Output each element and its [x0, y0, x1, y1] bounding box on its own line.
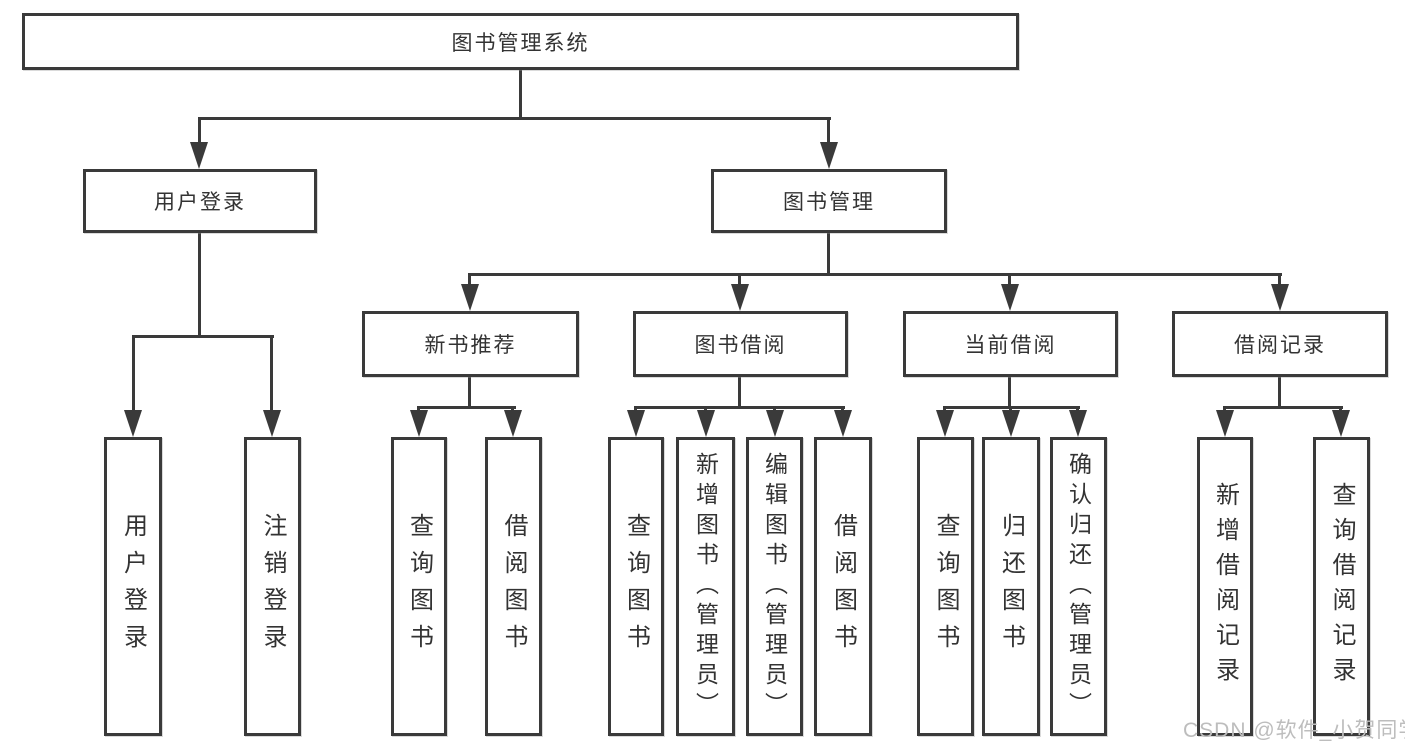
connector-drop-current-borrow	[1008, 273, 1011, 286]
node-book-management-branch: 图书管理	[711, 169, 947, 233]
node-label: 当前借阅	[964, 334, 1057, 357]
connector-new-book-rail	[417, 406, 516, 409]
connector-borrow-records-stem	[1278, 377, 1281, 406]
leaf-add-books-admin: 新增图书（管理员）	[676, 437, 735, 736]
arrowhead-book-management	[820, 142, 838, 169]
leaf-logout: 注销登录	[244, 437, 301, 736]
connector-level2-rail	[198, 117, 831, 120]
arrowhead-leaf	[627, 410, 645, 437]
node-library-management-system: 图书管理系统	[22, 13, 1019, 70]
node-label: 图书管理系统	[451, 31, 590, 55]
node-label: 新书推荐	[424, 334, 517, 357]
node-label: 确认归还（管理员）	[1065, 451, 1092, 722]
leaf-borrow-books-recommend: 借阅图书	[485, 437, 542, 736]
connector-level3-rail	[469, 273, 1282, 276]
node-label: 归还图书	[997, 512, 1025, 661]
leaf-query-borrow-record: 查询借阅记录	[1313, 437, 1370, 736]
arrowhead-leaf	[766, 410, 784, 437]
connector-user-login-rail	[132, 335, 274, 338]
node-label: 查询借阅记录	[1328, 481, 1355, 692]
node-new-book-recommendation: 新书推荐	[362, 311, 579, 377]
node-borrowing-records: 借阅记录	[1172, 311, 1388, 377]
node-label: 查询图书	[405, 512, 433, 661]
connector-drop-user-login	[198, 120, 201, 144]
connector-drop-new-book	[468, 273, 471, 286]
node-label: 注销登录	[259, 512, 286, 661]
arrowhead-user-login	[190, 142, 208, 169]
connector-current-borrow-stem	[1008, 377, 1011, 406]
arrowhead-book-borrow	[731, 284, 749, 311]
node-label: 借阅记录	[1234, 334, 1326, 357]
node-label: 借阅图书	[500, 512, 527, 661]
arrowhead-leaf	[697, 410, 715, 437]
node-label: 查询图书	[622, 512, 650, 661]
leaf-add-borrow-record: 新增借阅记录	[1197, 437, 1253, 736]
node-label: 用户登录	[154, 191, 246, 214]
connector-borrow-records-rail	[1223, 406, 1343, 409]
arrowhead-leaf	[1002, 410, 1020, 437]
arrowhead-leaf	[936, 410, 954, 437]
connector-book-borrow-stem	[738, 377, 741, 406]
node-label: 新增借阅记录	[1211, 481, 1239, 692]
connector-book-borrow-rail	[634, 406, 845, 409]
node-label: 图书借阅	[694, 334, 787, 357]
node-current-borrowing: 当前借阅	[903, 311, 1118, 377]
arrowhead-leaf	[834, 410, 852, 437]
arrowhead-leaf-logout	[263, 410, 281, 437]
arrowhead-current-borrow	[1001, 284, 1019, 311]
leaf-query-books-current: 查询图书	[917, 437, 974, 736]
leaf-confirm-return-admin: 确认归还（管理员）	[1050, 437, 1107, 736]
leaf-return-books: 归还图书	[982, 437, 1040, 736]
node-label: 借阅图书	[829, 512, 857, 661]
connector-book-management-stem	[827, 233, 830, 273]
node-label: 编辑图书（管理员）	[761, 451, 788, 722]
arrowhead-leaf	[504, 410, 522, 437]
node-label: 新增图书（管理员）	[692, 451, 719, 722]
leaf-query-books-recommend: 查询图书	[391, 437, 447, 736]
leaf-user-login: 用户登录	[104, 437, 162, 736]
leaf-edit-books-admin: 编辑图书（管理员）	[746, 437, 803, 736]
connector-root-stem	[519, 70, 522, 117]
arrowhead-leaf	[1332, 410, 1350, 437]
connector-new-book-stem	[468, 377, 471, 406]
node-label: 图书管理	[783, 191, 875, 214]
arrowhead-leaf	[1216, 410, 1234, 437]
connector-user-login-stem	[198, 233, 201, 335]
arrowhead-leaf-login	[124, 410, 142, 437]
arrowhead-leaf	[1069, 410, 1087, 437]
arrowhead-borrow-records	[1271, 284, 1289, 311]
node-user-login-branch: 用户登录	[83, 169, 317, 233]
node-label: 用户登录	[119, 512, 147, 661]
connector-drop-borrow-records	[1278, 273, 1281, 286]
arrowhead-new-book	[461, 284, 479, 311]
connector-drop-leaf-login	[132, 335, 135, 411]
connector-drop-leaf-logout	[270, 335, 273, 411]
node-book-borrowing: 图书借阅	[633, 311, 848, 377]
connector-drop-book-management	[827, 120, 830, 144]
leaf-query-books-borrowing: 查询图书	[608, 437, 664, 736]
arrowhead-leaf	[410, 410, 428, 437]
connector-drop-book-borrow	[738, 273, 741, 286]
node-label: 查询图书	[932, 512, 959, 661]
csdn-watermark: CSDN @软件_小贺同学	[1183, 719, 1405, 742]
leaf-borrow-books-borrowing: 借阅图书	[814, 437, 872, 736]
